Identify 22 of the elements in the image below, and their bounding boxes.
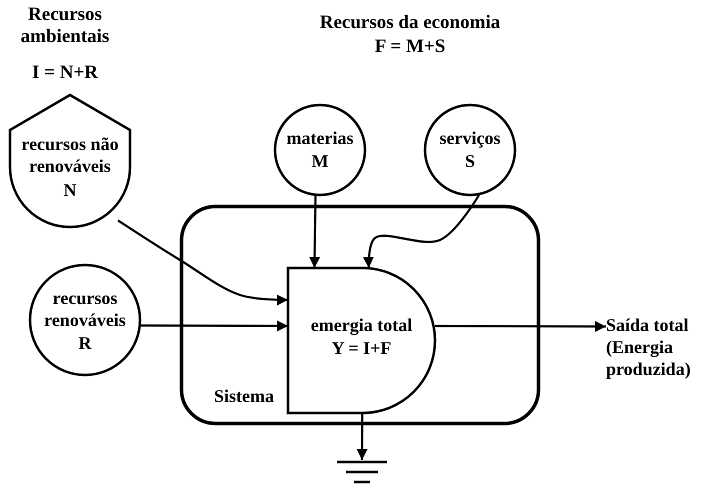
node-symbol: M (310, 150, 330, 172)
flow-arrow (309, 194, 320, 268)
formula-label: F = M+S (374, 36, 446, 58)
node-label: recursos renováveis (43, 287, 127, 331)
node-label: recursos não renováveis (20, 133, 120, 177)
output-label: Sistema (214, 385, 275, 407)
flow-arrow (362, 194, 480, 268)
group-heading: Recursos da economia (318, 12, 502, 34)
flow-arrow (140, 320, 288, 332)
node-symbol: S (464, 150, 476, 172)
flow-arrow (356, 413, 368, 460)
output-label: Saída total (Energia produzida) (606, 314, 692, 380)
flow-arrow (435, 320, 606, 332)
flow-arrow (117, 219, 288, 306)
node-label: emergia total (310, 314, 414, 336)
node-symbol: R (78, 332, 93, 354)
group-heading: Recursos ambientais (20, 4, 110, 48)
formula-label: I = N+R (31, 62, 100, 84)
node-label: serviços (438, 127, 502, 149)
node-symbol: Y = I+F (330, 337, 392, 359)
node-label: materias (286, 127, 354, 149)
node-symbol: N (62, 179, 78, 201)
